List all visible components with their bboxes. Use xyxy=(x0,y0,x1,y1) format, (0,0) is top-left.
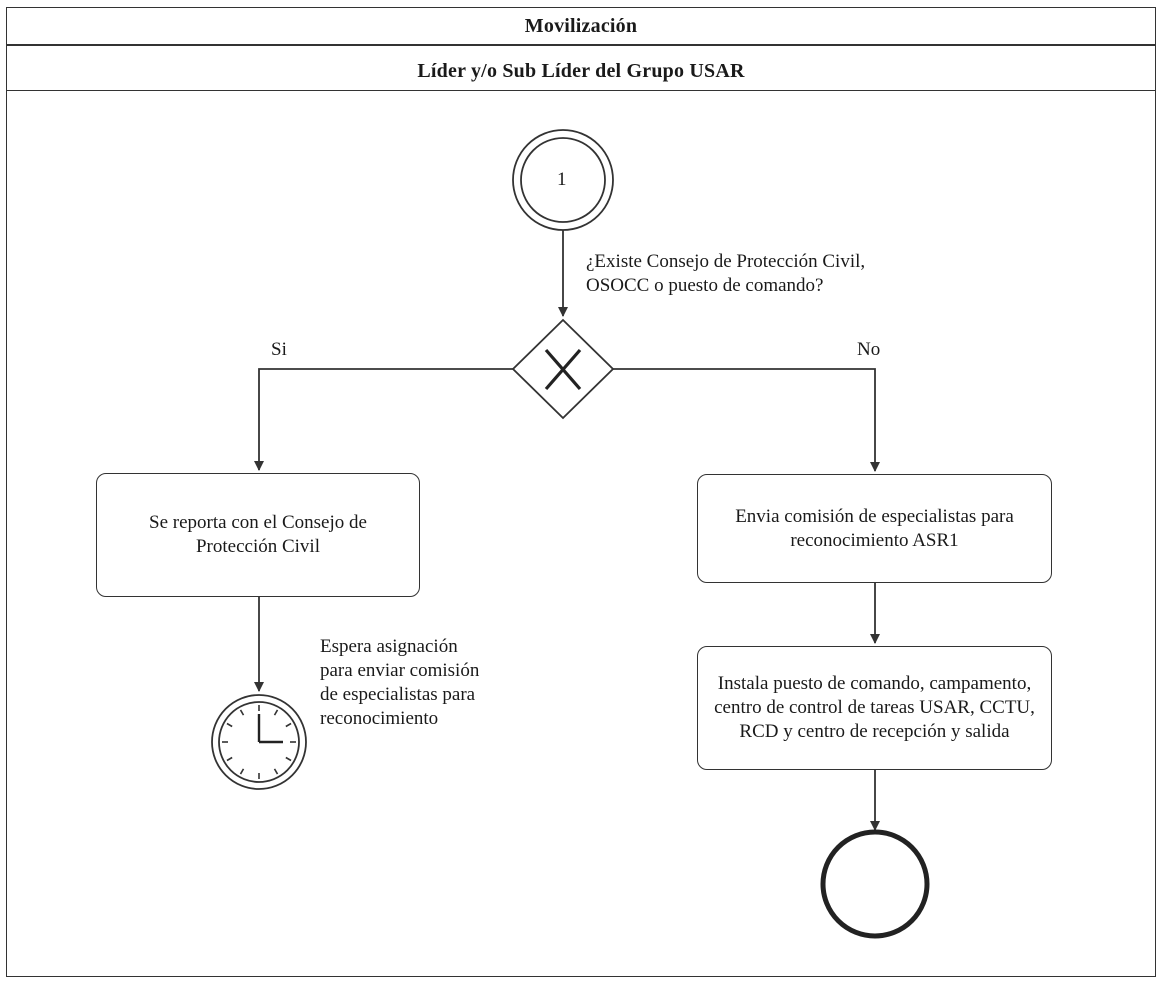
no-label: No xyxy=(857,339,881,360)
task-install-command-post: Instala puesto de comando, campamento, c… xyxy=(697,646,1052,770)
x-icon xyxy=(544,348,582,391)
task-report-council: Se reporta con el Consejo de Protección … xyxy=(96,473,420,597)
gateway-question-line-2: OSOCC o puesto de comando? xyxy=(586,275,824,296)
diagram-frame xyxy=(6,7,1156,977)
lane-title: Líder y/o Sub Líder del Grupo USAR xyxy=(6,45,1156,91)
start-event-label: 1 xyxy=(557,169,567,190)
task-send-commission: Envia comisión de especialistas para rec… xyxy=(697,474,1052,583)
connector-yes xyxy=(254,368,513,471)
timer-label-line-1: Espera asignación xyxy=(320,636,458,657)
gateway-question: ¿Existe Consejo de Protección Civil, OSO… xyxy=(586,250,865,298)
task-install-command-post-label: Instala puesto de comando, campamento, c… xyxy=(714,673,1035,742)
task-report-council-label: Se reporta con el Consejo de Protección … xyxy=(149,512,367,557)
clock-icon xyxy=(222,705,296,779)
timer-label-line-3: de especialistas para xyxy=(320,684,476,705)
exclusive-gateway xyxy=(511,318,615,420)
gateway-question-line-1: ¿Existe Consejo de Protección Civil, xyxy=(586,251,866,272)
page-title: Movilización xyxy=(6,7,1156,45)
start-event xyxy=(512,129,614,231)
end-event xyxy=(820,829,930,939)
timer-label-line-4: reconocimiento xyxy=(320,708,439,729)
connector-no xyxy=(613,368,880,472)
task-send-commission-label: Envia comisión de especialistas para rec… xyxy=(735,505,1014,551)
yes-label: Si xyxy=(271,339,287,360)
timer-label: Espera asignación para enviar comisión d… xyxy=(320,635,479,731)
timer-event xyxy=(211,694,307,790)
timer-label-line-2: para enviar comisión xyxy=(320,660,480,681)
